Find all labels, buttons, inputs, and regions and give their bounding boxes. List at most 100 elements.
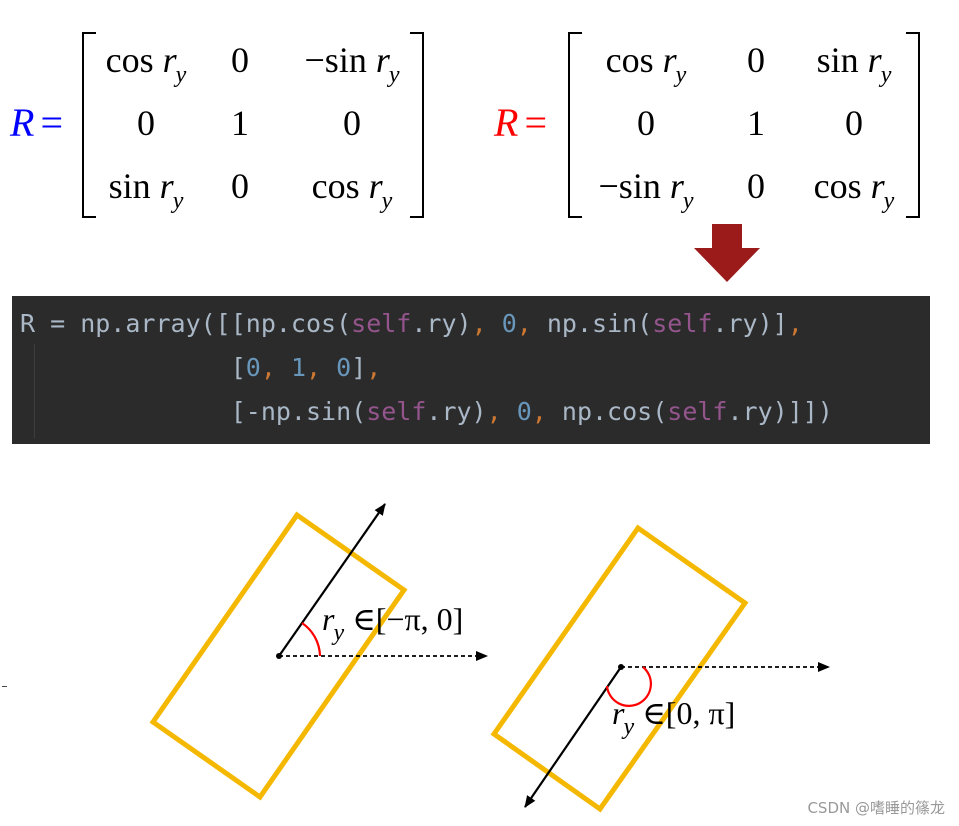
code-token: .ry)]	[712, 309, 788, 338]
matrix-cell: cos ry	[814, 156, 895, 216]
code-token: ,	[516, 309, 547, 338]
matrix-cell: −sin ry	[599, 156, 694, 216]
matrix-cell: 0	[845, 103, 863, 143]
subscript: y	[175, 62, 187, 88]
matrix-cell: 0	[343, 103, 361, 143]
matrix-cell: sin ry	[817, 30, 892, 90]
subscript: y	[381, 188, 393, 214]
matrix-cell: sin ry	[109, 156, 184, 216]
heading-arrow-right	[524, 666, 622, 808]
angle-range-label-right: ry ∈[0, π]	[612, 695, 736, 740]
equals-sign: =	[40, 100, 63, 145]
code-token: self	[366, 397, 427, 426]
bracket-left	[568, 32, 582, 218]
angle-arc-right	[605, 666, 652, 707]
code-token: np.cos(	[561, 397, 668, 426]
function-name: cos	[605, 40, 654, 80]
bounding-box-right	[490, 524, 749, 813]
matrix-cell: cos ry	[606, 30, 687, 90]
bracket-left	[82, 32, 96, 218]
equals-sign: =	[524, 100, 547, 145]
code-token: [-np.sin(	[20, 397, 367, 426]
matrix-symbol: R	[10, 100, 35, 145]
code-line: [-np.sin(self.ry), 0, np.cos(self.ry)]])	[20, 392, 833, 432]
subscript: y	[880, 62, 892, 88]
down-arrow-icon	[694, 224, 760, 282]
code-token: self	[652, 309, 713, 338]
rotation-diagram	[149, 503, 830, 813]
code-token: 0	[336, 353, 352, 382]
matrix-cell: 0	[137, 103, 155, 143]
variable: r	[150, 166, 174, 206]
variable: r	[858, 40, 882, 80]
code-token: .ry)	[411, 309, 472, 338]
matrix-cell: 0	[637, 103, 655, 143]
matrix-cell: cos ry	[106, 30, 187, 90]
code-token: ,	[260, 353, 291, 382]
variable: r	[861, 166, 885, 206]
subscript: y	[682, 188, 694, 214]
code-token: .ry)	[426, 397, 487, 426]
matrix-cell: cos ry	[312, 156, 393, 216]
function-name: cos	[813, 166, 862, 206]
variable: r	[359, 166, 383, 206]
matrix-lhs-right: R=	[494, 28, 547, 218]
code-block: R = np.array([[np.cos(self.ry), 0, np.si…	[12, 296, 930, 444]
function-name: sin	[816, 40, 859, 80]
subscript: y	[675, 62, 687, 88]
matrix-lhs-left: R=	[10, 28, 63, 218]
stray-tick-mark	[2, 686, 7, 687]
code-token: ,	[471, 309, 502, 338]
code-token: ,	[486, 397, 517, 426]
matrix-cell: 1	[747, 103, 765, 143]
code-token: self	[667, 397, 728, 426]
matrix-cell: 0	[747, 166, 765, 206]
matrix-cell: 0	[747, 40, 765, 80]
code-line: [0, 1, 0],	[20, 348, 382, 388]
code-token: ,	[306, 353, 337, 382]
code-token: ,	[531, 397, 562, 426]
code-token: ,	[787, 309, 803, 338]
bracket-right	[906, 32, 920, 218]
angle-range-label-left: ry ∈[−π, 0]	[322, 601, 464, 646]
code-token: R = np.array([[np.cos(	[20, 309, 352, 338]
watermark: CSDN @嗜睡的篠龙	[807, 799, 945, 817]
matrix-cell: 0	[231, 40, 249, 80]
code-token: 0	[501, 309, 517, 338]
bracket-right	[410, 32, 424, 218]
variable: r	[660, 166, 684, 206]
subscript: y	[388, 62, 400, 88]
variable: r	[153, 40, 177, 80]
function-name: sin	[108, 166, 151, 206]
function-name: cos	[311, 166, 360, 206]
code-token: ,	[366, 353, 382, 382]
bounding-box-left	[149, 511, 408, 801]
function-name: −sin	[304, 40, 367, 80]
origin-point-left	[276, 653, 282, 659]
indent-guide	[34, 344, 35, 438]
left-box-group	[149, 503, 488, 801]
matrix-cell: 1	[231, 103, 249, 143]
code-token: [	[20, 353, 246, 382]
code-token: ]	[351, 353, 367, 382]
origin-point-right	[618, 664, 624, 670]
code-token: 0	[516, 397, 532, 426]
matrix-cell: 0	[231, 166, 249, 206]
subscript: y	[883, 188, 895, 214]
function-name: cos	[105, 40, 154, 80]
code-token: self	[351, 309, 412, 338]
matrix-symbol: R	[494, 100, 519, 145]
matrix-cell: −sin ry	[305, 30, 400, 90]
function-name: −sin	[598, 166, 661, 206]
code-token: 1	[290, 353, 307, 382]
right-box-group	[490, 524, 830, 813]
subscript: y	[172, 188, 184, 214]
angle-arc-left	[301, 622, 322, 657]
heading-arrow-left	[278, 503, 386, 657]
variable: r	[366, 40, 390, 80]
code-line: R = np.array([[np.cos(self.ry), 0, np.si…	[20, 304, 803, 344]
code-token: 0	[245, 353, 261, 382]
code-token: np.sin(	[546, 309, 653, 338]
